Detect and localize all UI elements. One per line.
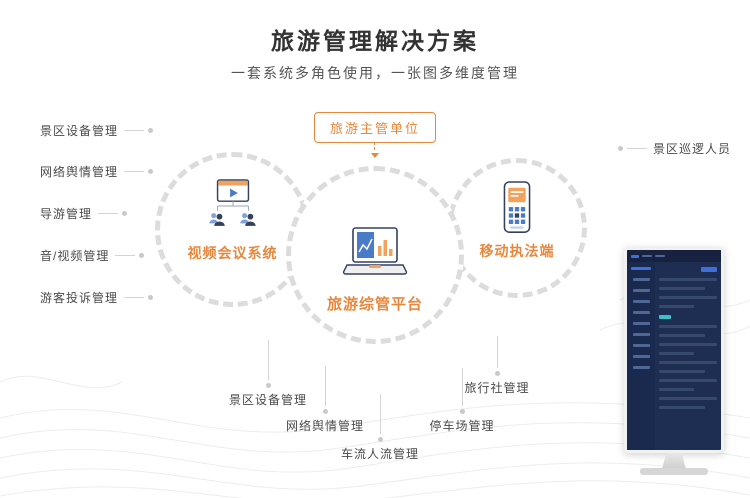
connector-dot (139, 253, 145, 258)
dashboard-logo (631, 254, 639, 258)
data-row (659, 397, 717, 400)
sidebar-item (632, 322, 650, 325)
label-text: 音/视频管理 (40, 249, 110, 263)
label-text: 景区设备管理 (40, 124, 119, 138)
page-title: 旅游管理解决方案 (271, 28, 479, 54)
dashboard-sidebar (627, 262, 655, 450)
dashboard-tab (642, 255, 652, 257)
label-text: 旅行社管理 (464, 381, 530, 395)
connector-dot (618, 146, 623, 151)
bottom-module-equipment: 景区设备管理 (226, 340, 310, 408)
dashboard-screen (624, 247, 724, 453)
data-row (659, 388, 694, 391)
bottom-module-public-opinion: 网络舆情管理 (283, 366, 367, 434)
connector-line (124, 171, 145, 172)
sidebar-item (631, 267, 651, 270)
sidebar-item (632, 344, 650, 347)
dashboard-monitor (624, 247, 724, 487)
data-row (659, 334, 706, 337)
bottom-module-travel-agency: 旅行社管理 (455, 336, 539, 396)
connector-dot (459, 409, 465, 414)
video-conference-icon (208, 179, 256, 226)
circle-management-platform: 旅游综管平台 (286, 166, 464, 344)
data-row (659, 287, 706, 290)
label-text: 车流人流管理 (340, 447, 419, 461)
connector-dot (265, 383, 271, 388)
sidebar-item (632, 355, 650, 358)
connector-line (124, 130, 145, 131)
connector-line (324, 366, 326, 406)
connector-dot (494, 371, 500, 376)
status-chip (659, 315, 671, 319)
bottom-module-traffic-flow: 车流人流管理 (338, 394, 422, 462)
sidebar-item (632, 366, 650, 369)
data-row (659, 296, 717, 299)
dashboard-header (627, 250, 721, 262)
connector-dot (377, 437, 383, 442)
connector-line (267, 340, 269, 380)
data-row (659, 370, 706, 373)
data-row (659, 305, 694, 308)
sidebar-item (632, 311, 650, 314)
label-text: 游客投诉管理 (40, 291, 119, 305)
data-row (659, 343, 717, 346)
circle-label-platform: 旅游综管平台 (326, 296, 423, 313)
sidebar-item (632, 333, 650, 336)
connector-line (124, 297, 145, 298)
data-row (659, 379, 717, 382)
sidebar-item (632, 289, 650, 292)
left-module-tour-guide: 导游管理 (40, 205, 128, 222)
left-module-complaints: 游客投诉管理 (40, 289, 154, 306)
dashboard-button (701, 267, 717, 272)
connector-line (379, 394, 381, 434)
connector-line (627, 148, 647, 149)
label-text: 景区巡逻人员 (653, 142, 732, 156)
circle-video-conference-system: 视频会议系统 (155, 152, 310, 307)
monitor-stand-neck (662, 453, 686, 469)
label-text: 停车场管理 (429, 419, 495, 433)
data-row (659, 406, 706, 409)
flow-dashed-line (374, 142, 375, 150)
left-module-public-opinion: 网络舆情管理 (40, 163, 154, 180)
circle-label-video-conference: 视频会议系统 (187, 245, 278, 261)
connector-dot (148, 128, 154, 133)
top-node-tourism-authority: 旅游主管单位 (313, 112, 437, 143)
circle-mobile-enforcement: 移动执法端 (447, 158, 587, 298)
connector-dot (148, 295, 154, 300)
label-text: 景区设备管理 (228, 393, 307, 407)
sidebar-item (632, 300, 650, 303)
data-row (659, 361, 717, 364)
data-row (659, 352, 694, 355)
connector-line (115, 255, 136, 256)
connector-line (461, 368, 463, 406)
label-text: 网络舆情管理 (285, 419, 364, 433)
dashboard-content (655, 262, 721, 450)
sidebar-item (632, 278, 650, 281)
right-module-patrol: 景区巡逻人员 (618, 140, 731, 157)
bottom-module-parking: 停车场管理 (420, 368, 504, 434)
label-text: 网络舆情管理 (40, 165, 119, 179)
circle-label-mobile-enforcement: 移动执法端 (479, 243, 555, 259)
left-module-audio-video: 音/视频管理 (40, 247, 145, 264)
connector-line (98, 213, 119, 214)
data-row (659, 325, 717, 328)
left-module-equipment: 景区设备管理 (40, 122, 154, 139)
connector-dot (122, 211, 128, 216)
connector-dot (148, 169, 154, 174)
down-arrow-icon (371, 153, 379, 158)
monitor-stand-base (640, 468, 708, 475)
connector-line (496, 336, 498, 368)
page-subtitle: 一套系统多角色使用，一张图多维度管理 (231, 65, 519, 81)
dashboard-tab (655, 255, 665, 257)
connector-dot (322, 409, 328, 414)
label-text: 导游管理 (40, 207, 93, 221)
data-row (659, 278, 717, 281)
laptop-chart-icon (342, 227, 408, 275)
handheld-device-icon (503, 181, 531, 233)
